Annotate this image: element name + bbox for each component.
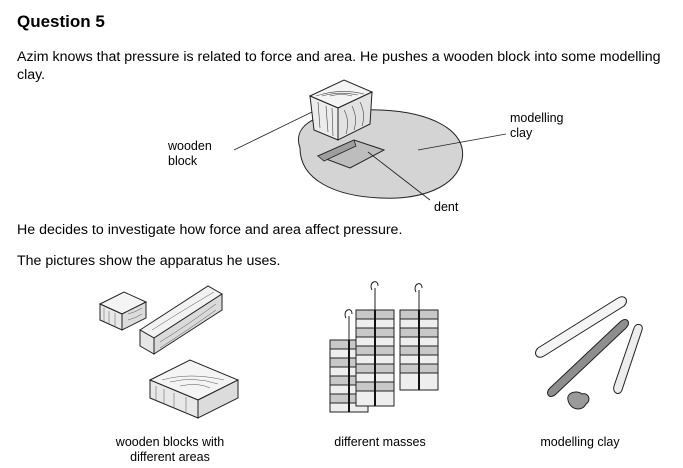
label-modelling-clay: modelling clay xyxy=(510,111,564,141)
clay-strip-dark xyxy=(547,319,629,397)
label-modelling-clay-line2: clay xyxy=(510,126,533,140)
block-clay-diagram xyxy=(233,79,507,201)
label-wooden-block: wooden block xyxy=(168,139,212,169)
small-block xyxy=(98,291,148,331)
wooden-block xyxy=(308,79,374,141)
caption-masses: different masses xyxy=(334,435,426,449)
label-wooden-block-line1: wooden xyxy=(168,139,212,153)
mass-stack-right xyxy=(399,283,439,391)
investigate-text: He decides to investigate how force and … xyxy=(17,222,403,238)
clay-strip-top xyxy=(535,296,627,358)
caption-modelling-clay: modelling clay xyxy=(540,435,620,449)
block-pointer-line xyxy=(233,111,313,151)
label-modelling-clay-line1: modelling xyxy=(510,111,564,125)
dent-pointer-line xyxy=(367,151,431,201)
label-dent: dent xyxy=(434,200,459,214)
label-wooden-block-line2: block xyxy=(168,154,198,168)
dent xyxy=(316,139,386,169)
caption-wooden-blocks-line2: different areas xyxy=(130,450,210,464)
clay-lump xyxy=(567,391,590,410)
apparatus-intro: The pictures show the apparatus he uses. xyxy=(17,253,281,269)
flat-block xyxy=(148,359,240,419)
mass-stack-middle xyxy=(355,281,395,407)
modelling-clay-drawing xyxy=(535,296,643,410)
masses-drawing xyxy=(329,281,439,413)
long-block xyxy=(139,285,223,355)
caption-wooden-blocks-line1: wooden blocks with xyxy=(115,435,225,449)
clay-pointer-line xyxy=(417,133,507,151)
question-intro: Azim knows that pressure is related to f… xyxy=(17,49,661,83)
question-heading: Question 5 xyxy=(17,12,105,31)
clay-strip-right xyxy=(613,323,643,394)
wooden-blocks-drawing xyxy=(98,285,240,419)
caption-wooden-blocks: wooden blocks with different areas xyxy=(90,435,250,465)
